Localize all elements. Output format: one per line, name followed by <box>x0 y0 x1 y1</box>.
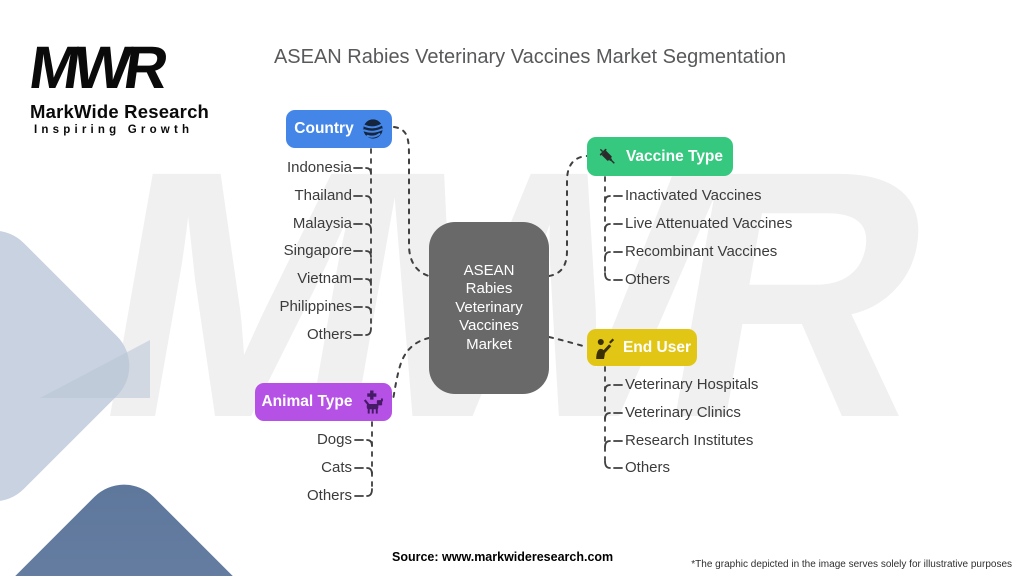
vaccine-type-node: Vaccine Type <box>587 137 733 176</box>
page-title: ASEAN Rabies Veterinary Vaccines Market … <box>273 46 787 68</box>
end-user-item: Veterinary Hospitals <box>625 376 759 393</box>
central-market-node: ASEAN Rabies Veterinary Vaccines Market <box>429 222 549 394</box>
central-node-line: Veterinary <box>455 298 523 316</box>
scientist-icon <box>593 336 615 360</box>
country-item: Others <box>306 326 352 343</box>
syringe-icon <box>597 146 618 167</box>
logo-tagline: Inspiring Growth <box>34 124 194 136</box>
logo-monogram: MWR <box>25 34 167 101</box>
central-node-line: Rabies <box>465 280 513 298</box>
disclaimer-text: *The graphic depicted in the image serve… <box>691 559 1012 570</box>
vaccine-type-item: Others <box>625 271 671 288</box>
animal-type-node: Animal Type <box>255 383 392 421</box>
end-user-item: Research Institutes <box>625 432 754 449</box>
end-user-node: End User <box>587 329 697 366</box>
corner-shape-dark <box>0 484 260 576</box>
animal-type-item: Others <box>306 487 352 504</box>
corner-shape-light <box>0 230 130 502</box>
vaccine-type-item: Inactivated Vaccines <box>625 187 762 204</box>
end-user-item: Veterinary Clinics <box>625 404 741 421</box>
animal-type-node-label: Animal Type <box>261 393 353 410</box>
vaccine-type-item: Recombinant Vaccines <box>625 243 778 260</box>
country-node: Country <box>286 110 392 148</box>
country-item: Indonesia <box>286 159 352 176</box>
country-item: Malaysia <box>292 215 352 232</box>
country-item: Singapore <box>283 242 352 259</box>
vaccine-type-node-label: Vaccine Type <box>625 147 724 165</box>
corner-shape-shadow <box>40 340 150 398</box>
vaccine-type-item: Live Attenuated Vaccines <box>625 215 793 232</box>
central-node-line: Vaccines <box>459 317 519 335</box>
animal-type-item: Cats <box>321 459 352 476</box>
central-node-line: ASEAN <box>463 261 515 279</box>
logo-name: MarkWide Research <box>30 101 210 122</box>
central-node-line: Market <box>466 335 512 353</box>
source-text: Source: www.markwideresearch.com <box>392 550 614 564</box>
animal-type-item: Dogs <box>316 431 352 448</box>
country-item: Philippines <box>279 298 352 315</box>
country-item: Vietnam <box>297 270 352 287</box>
dog-icon <box>361 389 386 415</box>
end-user-item: Others <box>625 459 671 476</box>
country-node-label: Country <box>294 120 354 137</box>
markwide-logo: MWR MarkWide Research Inspiring Growth <box>25 34 210 136</box>
end-user-node-label: End User <box>622 338 692 356</box>
country-item: Thailand <box>294 187 352 204</box>
globe-icon <box>362 118 384 140</box>
